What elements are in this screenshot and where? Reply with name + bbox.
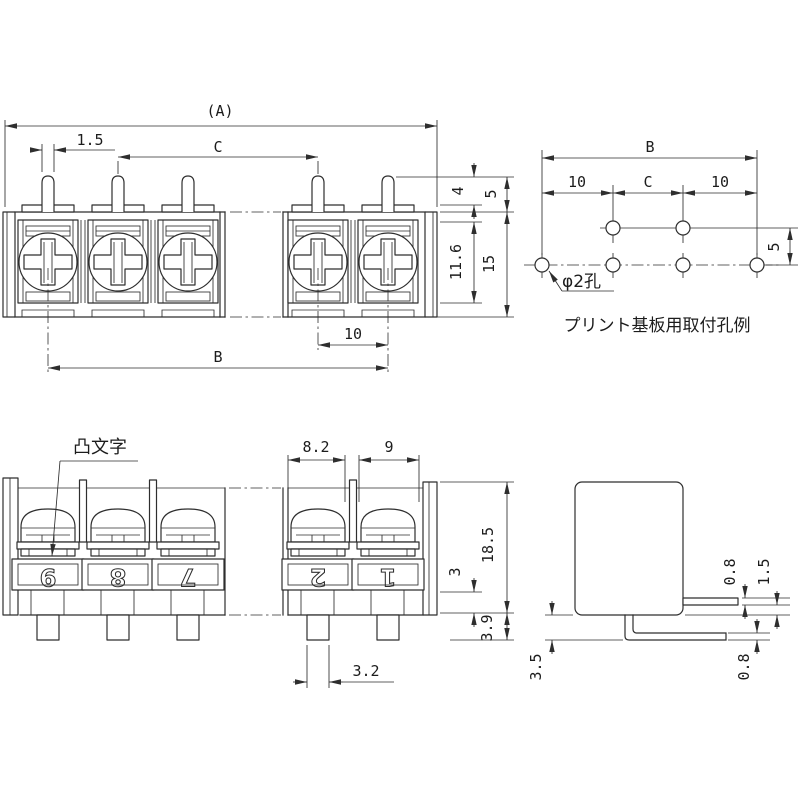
dim-lead-thickness-top-label: 0.8 xyxy=(721,558,739,585)
raised-text-label: 凸文字 xyxy=(73,437,127,458)
bent-lead xyxy=(624,614,727,641)
terminal-number: 7 xyxy=(180,563,197,591)
pcb-dim-left-label: 10 xyxy=(568,173,586,191)
dim-span-c-label: C xyxy=(213,138,222,156)
dim-span-b-label: B xyxy=(213,348,222,366)
pcb-dim-right-label: 10 xyxy=(711,173,729,191)
dim-right-stack: 4 5 11.6 15 xyxy=(396,163,514,318)
dim-pin-width-label: 3.2 xyxy=(352,662,379,680)
pcb-dim-overall-label: B xyxy=(645,138,654,156)
break-lines xyxy=(229,487,281,616)
dim-pin-width-label: 1.5 xyxy=(76,131,103,149)
dim-overall-width-label: (A) xyxy=(206,102,233,120)
dim-pin-above-top-label: 5 xyxy=(482,189,500,198)
pcb-dim-row-offset-label: 5 xyxy=(765,242,783,251)
front-view: (A) 1.5 C 4 5 11.6 15 xyxy=(2,102,514,372)
mount-hole xyxy=(675,220,691,236)
hole-callout: φ2孔 xyxy=(548,270,614,292)
pcb-dim-center-label: C xyxy=(643,173,652,191)
mount-hole xyxy=(749,257,765,273)
mount-hole xyxy=(675,257,691,273)
hole-note-label: φ2孔 xyxy=(562,272,601,292)
raised-text-callout: 凸文字 xyxy=(50,437,138,557)
front-body-outline xyxy=(2,211,438,318)
dim-pitch-label: 10 xyxy=(344,325,362,343)
dim-span-c: C xyxy=(117,138,319,174)
terminal-number: 8 xyxy=(110,563,127,591)
dim-lead-thickness-bottom-label: 0.8 xyxy=(735,653,753,680)
terminal-number: 1 xyxy=(380,563,397,591)
pcb-hole-view: B 10 C 10 5 φ2孔 プリント基板用取付孔例 xyxy=(524,138,798,336)
dim-pitch-and-b: 10 B xyxy=(47,268,389,372)
dim-pocket-label: 8.2 xyxy=(302,438,329,456)
dim-overall-width: (A) xyxy=(4,102,438,207)
dim-pin-length-label: 3.9 xyxy=(478,614,496,641)
dim-pin-width: 1.5 xyxy=(30,131,115,172)
dim-step-label: 3 xyxy=(446,567,464,576)
dim-block-height-label: 11.6 xyxy=(447,244,465,280)
dim-body-height-label: 15 xyxy=(480,255,498,273)
dim-side-left: 3.5 xyxy=(527,601,623,681)
dim-height-label: 18.5 xyxy=(479,527,497,563)
mount-hole xyxy=(534,257,550,273)
dim-end-pocket-label: 9 xyxy=(384,438,393,456)
dim-pin-width-bottom: 3.2 xyxy=(293,645,394,688)
dim-pocket-widths: 8.2 9 xyxy=(287,438,420,502)
dim-lead-gap-label: 1.5 xyxy=(755,558,773,585)
mount-hole xyxy=(605,257,621,273)
pcb-caption: プリント基板用取付孔例 xyxy=(564,316,751,336)
upper-lead xyxy=(682,597,739,606)
terminal-unit-front xyxy=(87,175,149,318)
bottom-view: 9 8 7 2 1 凸文字 8.2 9 18.5 3 3.9 xyxy=(2,437,514,688)
side-view: 0.8 1.5 0.8 3.5 xyxy=(527,481,790,681)
terminal-number: 2 xyxy=(310,563,327,591)
mount-hole xyxy=(605,220,621,236)
break-lines xyxy=(230,211,281,318)
dim-lead-drop-label: 3.5 xyxy=(527,653,545,680)
dim-pin-above-rib-label: 4 xyxy=(449,186,467,195)
side-body xyxy=(574,481,684,616)
terminal-unit-front xyxy=(157,175,219,318)
terminal-number: 9 xyxy=(40,563,57,591)
dim-side-right: 0.8 1.5 0.8 xyxy=(685,558,790,681)
dim-bottom-right-stack: 18.5 3 3.9 xyxy=(440,481,514,642)
